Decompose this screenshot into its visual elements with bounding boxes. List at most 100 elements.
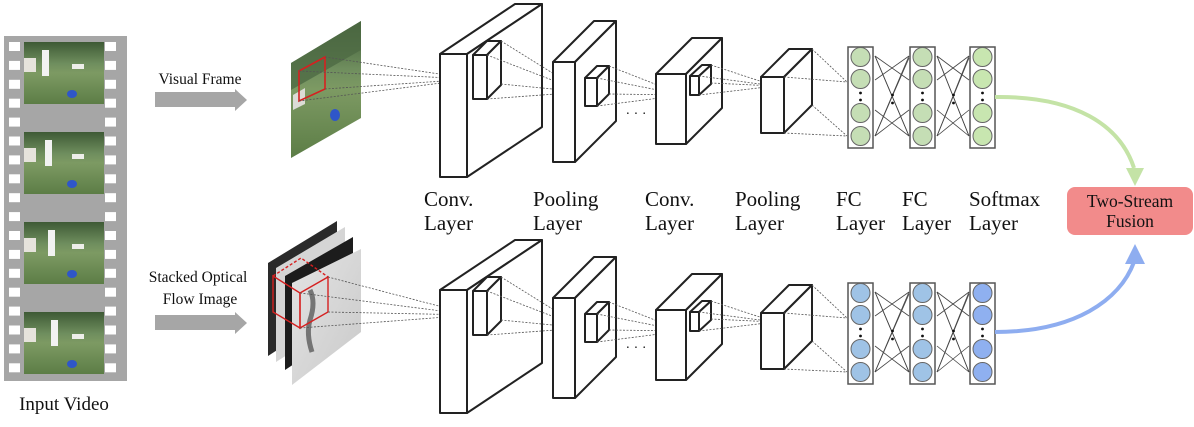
connection-line bbox=[298, 78, 474, 102]
connection-line bbox=[327, 276, 474, 316]
input-video-filmstrip bbox=[4, 36, 127, 381]
connection-line bbox=[811, 48, 848, 83]
neuron-node bbox=[912, 339, 933, 359]
temporal-arrowhead-icon bbox=[1125, 244, 1145, 264]
sprocket-hole-left bbox=[9, 249, 20, 259]
ellipsis-dot bbox=[981, 91, 984, 95]
sprocket-hole-left bbox=[9, 42, 20, 51]
ellipsis-dot bbox=[952, 101, 955, 105]
frame-person bbox=[42, 50, 49, 76]
ellipsis-dot bbox=[891, 337, 894, 341]
sprocket-hole-right bbox=[105, 79, 116, 89]
sprocket-hole-right bbox=[105, 268, 116, 278]
frame-person bbox=[48, 230, 55, 256]
sprocket-hole-right bbox=[105, 174, 116, 184]
ellipsis-bottom: · · · bbox=[626, 341, 647, 356]
layer-label-conv1-line1: Conv. bbox=[424, 187, 473, 211]
sprocket-hole-left bbox=[9, 231, 20, 240]
fc-connection bbox=[874, 55, 910, 81]
fc-connection bbox=[874, 293, 910, 373]
video-frames bbox=[24, 42, 104, 374]
neuron-node bbox=[912, 103, 933, 123]
visual-frame-arrow-icon bbox=[155, 89, 247, 111]
ellipsis-dot bbox=[952, 93, 955, 97]
layer-label-pool2-line1: Pooling bbox=[735, 187, 801, 211]
neuron-node bbox=[850, 47, 871, 67]
frame-house bbox=[24, 58, 36, 72]
frame-person bbox=[45, 140, 52, 166]
neuron-node bbox=[850, 305, 871, 325]
sprocket-hole-right bbox=[105, 136, 116, 146]
sprocket-hole-right bbox=[105, 325, 116, 335]
video-frame bbox=[24, 222, 104, 284]
visual-frame-image bbox=[291, 21, 361, 158]
video-frame bbox=[24, 312, 104, 374]
layer-label-conv1-line2: Layer bbox=[424, 211, 473, 235]
neuron-node bbox=[972, 305, 993, 325]
layer-label-softmax-line2: Layer bbox=[969, 211, 1018, 235]
frame-goal bbox=[72, 334, 84, 339]
sprocket-hole-right bbox=[105, 98, 116, 108]
neuron-node bbox=[972, 69, 993, 89]
sprocket-hole-left bbox=[9, 287, 20, 297]
connection-line bbox=[596, 313, 684, 332]
neuron-node bbox=[850, 339, 871, 359]
fc-layer-2 bbox=[909, 282, 936, 385]
sprocket-hole-left bbox=[9, 193, 20, 203]
sprocket-hole-left bbox=[9, 325, 20, 335]
optical-flow-label-line2: Flow Image bbox=[163, 291, 238, 308]
neuron-node bbox=[850, 103, 871, 123]
layer-label-pool2-line2: Layer bbox=[735, 211, 784, 235]
spatial-to-fusion-arrow bbox=[994, 94, 1136, 169]
layer-label-fc1-line2: Layer bbox=[836, 211, 885, 235]
softmax-layer bbox=[969, 282, 996, 385]
pool-kernel-1 bbox=[584, 301, 610, 343]
sprocket-hole-left bbox=[9, 60, 20, 70]
ellipsis-dot bbox=[859, 98, 862, 102]
connection-line bbox=[811, 340, 848, 373]
input-video-label: Input Video bbox=[19, 394, 109, 415]
ellipsis-dot bbox=[891, 101, 894, 105]
visual-frame-label: Visual Frame bbox=[158, 71, 241, 88]
neuron-node bbox=[972, 47, 993, 67]
layer-label-fc2-line1: FC bbox=[902, 187, 928, 211]
softmax-layer bbox=[969, 46, 996, 149]
neuron-node bbox=[912, 283, 933, 303]
sprocket-hole-left bbox=[9, 306, 20, 316]
optical-flow-label-line1: Stacked Optical bbox=[149, 269, 248, 286]
sprocket-hole-left bbox=[9, 174, 20, 184]
neuron-node bbox=[972, 362, 993, 382]
pooling-layer-2 bbox=[760, 48, 813, 134]
neuron-node bbox=[912, 47, 933, 67]
sprocket-hole-left bbox=[9, 344, 20, 354]
fc-connection bbox=[936, 109, 970, 137]
frame-ball bbox=[67, 360, 77, 368]
frame-goal bbox=[72, 244, 84, 249]
connection-line bbox=[811, 104, 848, 137]
frame-scene bbox=[24, 312, 104, 374]
connection-line bbox=[608, 301, 684, 332]
ellipsis-dot bbox=[921, 327, 924, 331]
ellipsis-dot bbox=[921, 91, 924, 95]
neuron-node bbox=[972, 126, 993, 146]
fc-connection bbox=[936, 291, 970, 317]
conv-kernel-1 bbox=[472, 276, 502, 336]
frame-scene bbox=[24, 222, 104, 284]
ellipsis-dot bbox=[891, 93, 894, 97]
optical-flow-stack bbox=[268, 221, 361, 385]
neuron-node bbox=[912, 362, 933, 382]
fusion-label-line2: Fusion bbox=[1106, 211, 1154, 231]
sprocket-hole-right bbox=[105, 306, 116, 316]
layer-label-fc2-line2: Layer bbox=[902, 211, 951, 235]
connection-line bbox=[783, 76, 848, 83]
frame-person bbox=[51, 320, 58, 346]
layer-label-pool1-line1: Pooling bbox=[533, 187, 599, 211]
connection-line bbox=[608, 329, 684, 332]
ellipsis-dot bbox=[859, 334, 862, 338]
neuron-node bbox=[850, 69, 871, 89]
neuron-node bbox=[850, 283, 871, 303]
fc-connection bbox=[874, 57, 910, 137]
connection-line bbox=[783, 368, 848, 373]
conv-kernel-2 bbox=[689, 64, 712, 96]
